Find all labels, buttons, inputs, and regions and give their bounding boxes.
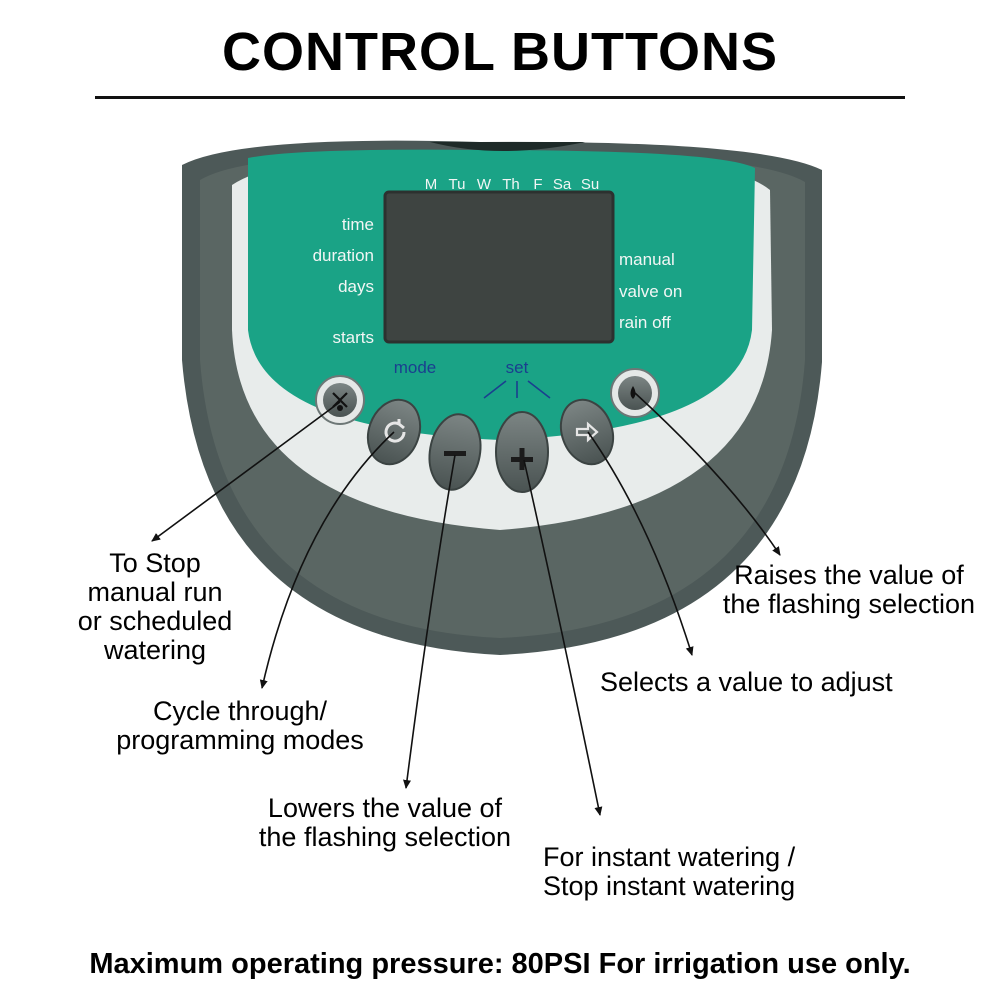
- left-mode-label: duration: [313, 246, 374, 265]
- callout-stop-line: To Stop: [109, 548, 201, 578]
- callout-instant-line: For instant watering /: [543, 842, 796, 872]
- day-label: M: [425, 176, 438, 193]
- callout-raises: Raises the value of the flashing selecti…: [700, 561, 998, 619]
- callout-selects: Selects a value to adjust: [600, 668, 960, 697]
- right-mode-label: valve on: [619, 282, 682, 301]
- callout-instant: For instant watering / Stop instant wate…: [543, 843, 863, 901]
- callout-cycle-line: programming modes: [116, 725, 364, 755]
- callout-raises-line: the flashing selection: [722, 589, 976, 619]
- leader-cycle: [259, 431, 395, 689]
- callout-lowers-line: the flashing selection: [258, 822, 512, 852]
- callout-instant-line: Stop instant watering: [543, 871, 796, 901]
- callout-lowers-line: Lowers the value of: [267, 793, 503, 823]
- left-mode-label: time: [342, 215, 374, 234]
- next-button[interactable]: [552, 392, 622, 471]
- title-underline: [95, 96, 905, 99]
- plus-button[interactable]: [495, 411, 549, 493]
- right-mode-label: rain off: [619, 313, 671, 332]
- set-label: set: [506, 358, 529, 377]
- callout-stop-line: manual run: [87, 577, 223, 607]
- set-bracket: [483, 380, 551, 399]
- mode-labels-right: manual valve on rain off: [619, 250, 682, 332]
- callout-selects-line: Selects a value to adjust: [600, 667, 893, 697]
- callout-stop: To Stop manual run or scheduled watering: [35, 549, 275, 665]
- mode-labels-left: time duration days starts: [313, 215, 374, 347]
- left-mode-label: starts: [332, 328, 374, 347]
- callout-raises-line: Raises the value of: [734, 560, 964, 590]
- leader-stop: [151, 401, 341, 542]
- arrow-right-icon: [575, 421, 599, 443]
- lcd-screen: [383, 190, 615, 344]
- right-mode-label: manual: [619, 250, 675, 269]
- callout-stop-line: watering: [103, 635, 207, 665]
- cycle-icon: [384, 419, 406, 443]
- day-label: Tu: [449, 176, 466, 193]
- page-title: CONTROL BUTTONS: [221, 22, 778, 82]
- day-label: F: [533, 176, 542, 193]
- callout-cycle: Cycle through/ programming modes: [70, 697, 410, 755]
- mode-label: mode: [394, 358, 437, 377]
- left-mode-label: days: [338, 277, 374, 296]
- callout-cycle-line: Cycle through/: [152, 696, 328, 726]
- leader-instant: [523, 459, 603, 816]
- plus-icon: [511, 448, 533, 470]
- day-label: Su: [581, 176, 599, 193]
- day-label: W: [477, 176, 492, 193]
- minus-icon: [444, 451, 466, 456]
- stop-button[interactable]: [315, 375, 365, 425]
- leader-raises: [634, 392, 781, 556]
- minus-button[interactable]: [424, 410, 486, 494]
- leader-lines: [151, 392, 781, 816]
- leader-selects: [587, 431, 694, 656]
- day-label: Sa: [553, 176, 572, 193]
- droplet-icon: [630, 386, 636, 399]
- callout-stop-line: or scheduled: [77, 606, 233, 636]
- top-notch: [430, 142, 585, 151]
- footer-note: Maximum operating pressure: 80PSI For ir…: [89, 948, 911, 980]
- day-label: Th: [502, 176, 520, 193]
- leader-lowers: [403, 454, 456, 789]
- day-labels: M Tu W Th F Sa Su: [425, 176, 599, 193]
- callout-lowers: Lowers the value of the flashing selecti…: [225, 794, 545, 852]
